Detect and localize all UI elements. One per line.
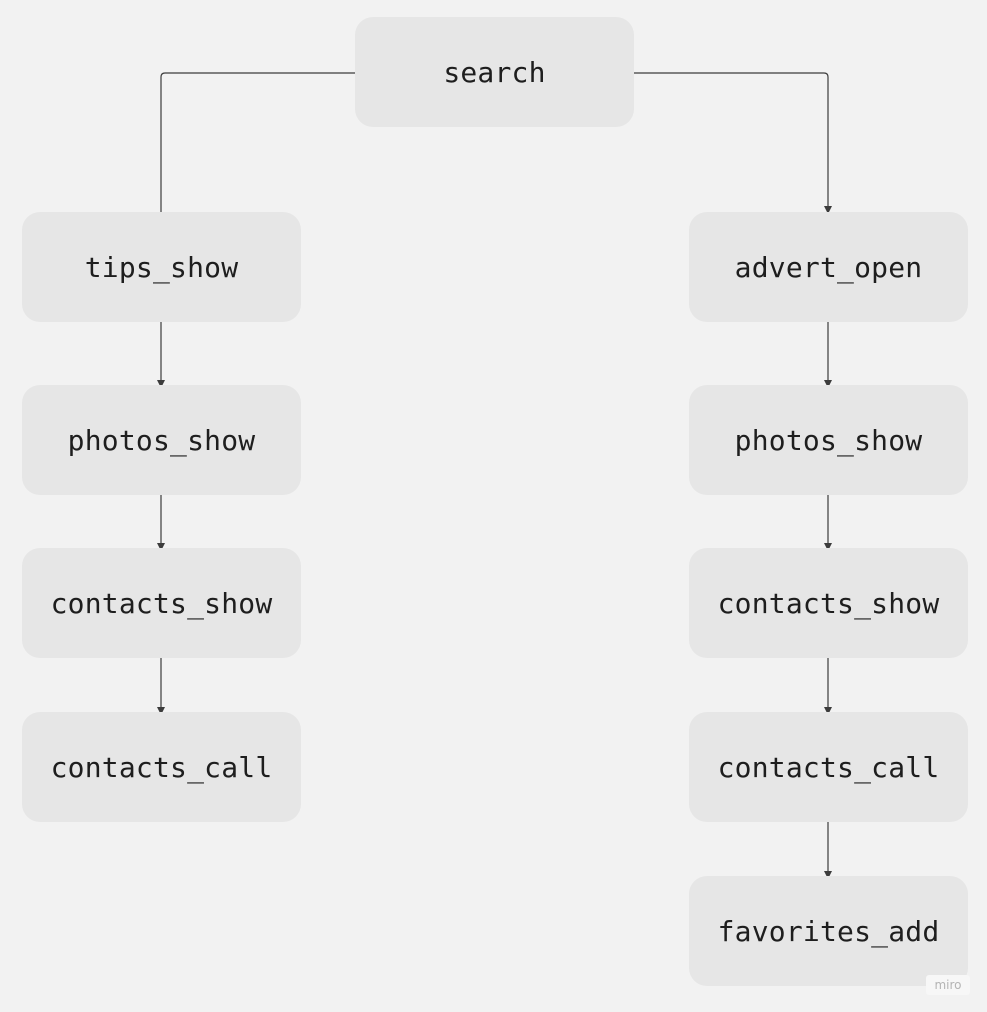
- node-left-contacts-call[interactable]: contacts_call: [22, 712, 301, 822]
- node-label: photos_show: [67, 423, 256, 457]
- node-label: contacts_call: [50, 750, 273, 784]
- connector-search-to-tips-show: [160, 72, 355, 212]
- node-right-contacts-show[interactable]: contacts_show: [689, 548, 968, 658]
- node-right-photos-show[interactable]: photos_show: [689, 385, 968, 495]
- node-label: photos_show: [734, 423, 923, 457]
- node-label: tips_show: [84, 250, 239, 284]
- node-left-contacts-show[interactable]: contacts_show: [22, 548, 301, 658]
- node-label: search: [443, 55, 546, 89]
- node-label: favorites_add: [717, 914, 940, 948]
- connector-search-to-advert-open: [634, 72, 832, 214]
- node-left-tips-show[interactable]: tips_show: [22, 212, 301, 322]
- node-label: contacts_show: [717, 586, 940, 620]
- miro-watermark: miro: [926, 975, 970, 995]
- node-search[interactable]: search: [355, 17, 634, 127]
- node-right-favorites-add[interactable]: favorites_add: [689, 876, 968, 986]
- node-label: contacts_call: [717, 750, 940, 784]
- node-right-advert-open[interactable]: advert_open: [689, 212, 968, 322]
- node-right-contacts-call[interactable]: contacts_call: [689, 712, 968, 822]
- node-label: advert_open: [734, 250, 923, 284]
- node-label: contacts_show: [50, 586, 273, 620]
- node-left-photos-show[interactable]: photos_show: [22, 385, 301, 495]
